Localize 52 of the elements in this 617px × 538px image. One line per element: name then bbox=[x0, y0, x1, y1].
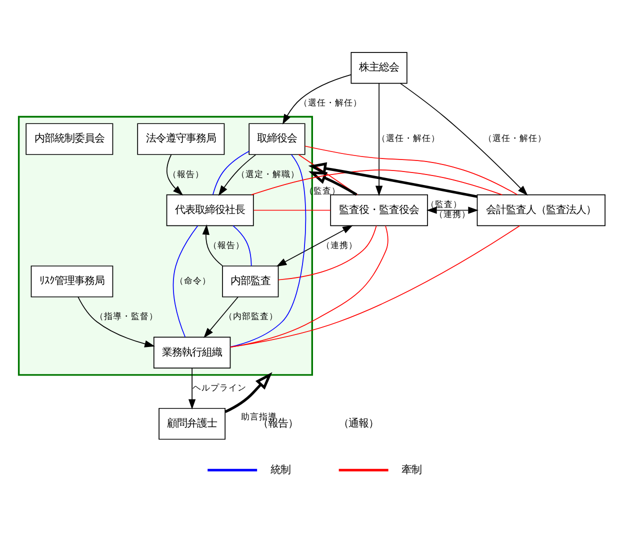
connector bbox=[253, 210, 331, 211]
connector bbox=[232, 225, 252, 266]
edge-label: （選任・解任） bbox=[299, 98, 362, 109]
edge-label: （内部監査） bbox=[224, 312, 278, 322]
connector bbox=[172, 225, 198, 338]
legend-label: 牽制 bbox=[402, 464, 422, 476]
connector bbox=[304, 146, 518, 196]
arrow bbox=[204, 296, 238, 338]
node-box: 顧問弁護士 bbox=[158, 408, 226, 440]
arrow bbox=[166, 154, 184, 196]
connector bbox=[278, 225, 377, 280]
node-box: 法令遵守事務局 bbox=[137, 123, 225, 155]
arrow bbox=[224, 372, 272, 413]
node-box: 監査役・監査役会 bbox=[330, 194, 428, 226]
edge-label: （報告） bbox=[168, 170, 204, 180]
node-box: ﾘｽｸ管理事務局 bbox=[30, 266, 114, 298]
legend-label: 統制 bbox=[270, 464, 290, 476]
edge-label: （命令） bbox=[174, 276, 211, 287]
connector bbox=[212, 150, 250, 196]
edge-label: （報告） bbox=[208, 240, 244, 251]
node-box: 株主総会 bbox=[350, 52, 408, 84]
connector bbox=[230, 225, 388, 348]
node-box: 内部統制委員会 bbox=[26, 123, 114, 155]
node-box: 会計監査人（監査法人） bbox=[476, 194, 606, 226]
arrow bbox=[308, 162, 478, 198]
node-box: 内部監査 bbox=[222, 266, 279, 298]
arrow bbox=[375, 83, 383, 196]
arrow bbox=[276, 225, 353, 267]
node-box: 取締役会 bbox=[248, 123, 306, 155]
arrow bbox=[426, 206, 478, 214]
connector bbox=[251, 169, 503, 196]
arrow bbox=[78, 296, 155, 348]
arrow bbox=[282, 74, 352, 125]
cluster bbox=[18, 116, 313, 376]
arrow bbox=[400, 83, 528, 196]
edge-label: （選任・解任） bbox=[483, 134, 546, 144]
arrow bbox=[188, 368, 196, 410]
label: （通報） bbox=[338, 417, 378, 430]
edge-label: （選定・解職） bbox=[236, 170, 300, 180]
arrow bbox=[308, 171, 358, 196]
node-box: 業務執行組織 bbox=[153, 336, 231, 368]
edge-label: （指導・監督） bbox=[94, 312, 158, 322]
edge-label: ヘルプライン bbox=[192, 383, 247, 394]
arrow bbox=[218, 154, 256, 196]
node-box: 代表取締役社長 bbox=[166, 194, 254, 226]
edge-label: （監査） bbox=[426, 200, 462, 210]
arrow bbox=[202, 224, 223, 266]
edge-label: （選任・解任） bbox=[377, 134, 440, 144]
edge-label: （連携） bbox=[322, 240, 358, 251]
edge-label: （連携） bbox=[434, 210, 470, 220]
connector bbox=[230, 154, 306, 348]
connector bbox=[230, 225, 520, 348]
